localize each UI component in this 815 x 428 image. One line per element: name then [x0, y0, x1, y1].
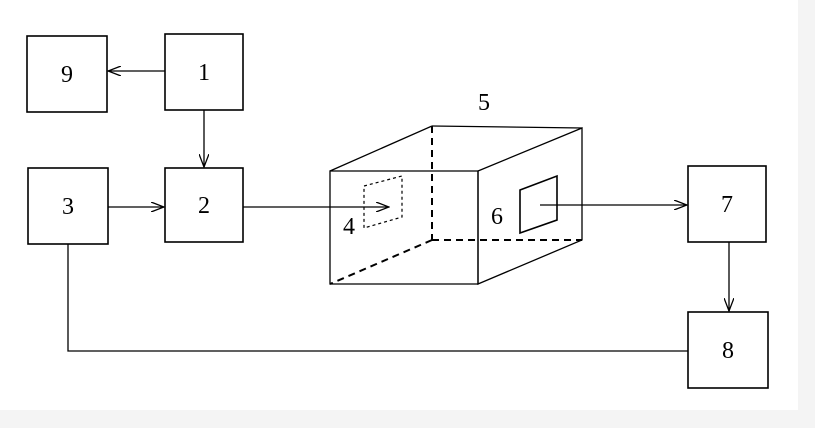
chamber-top-back-edge [431, 125, 583, 129]
block-8: 8 [687, 311, 769, 389]
chamber-5: 5 [329, 90, 583, 285]
block-2-label: 2 [198, 193, 210, 219]
window-6-outline [519, 174, 558, 235]
chamber-right-face [477, 127, 583, 285]
block-2: 2 [164, 167, 244, 243]
block-3: 3 [27, 167, 109, 245]
window-4-outline [363, 175, 403, 229]
block-7: 7 [687, 165, 767, 243]
chamber-label: 5 [478, 90, 490, 116]
window-6-label: 6 [491, 204, 503, 230]
chamber-top-left-edge [329, 125, 433, 172]
window-6: 6 [491, 174, 558, 235]
window-4: 4 [343, 175, 403, 240]
block-9-label: 9 [61, 62, 73, 88]
block-9: 9 [26, 35, 108, 113]
block-8-label: 8 [722, 338, 734, 364]
block-1-label: 1 [198, 60, 210, 86]
chamber-hidden-edge-depth [329, 239, 433, 285]
block-1: 1 [164, 33, 244, 111]
block-3-label: 3 [62, 194, 74, 220]
block-7-label: 7 [721, 192, 733, 218]
line-3-to-8 [67, 244, 688, 352]
window-4-label: 4 [343, 214, 355, 240]
